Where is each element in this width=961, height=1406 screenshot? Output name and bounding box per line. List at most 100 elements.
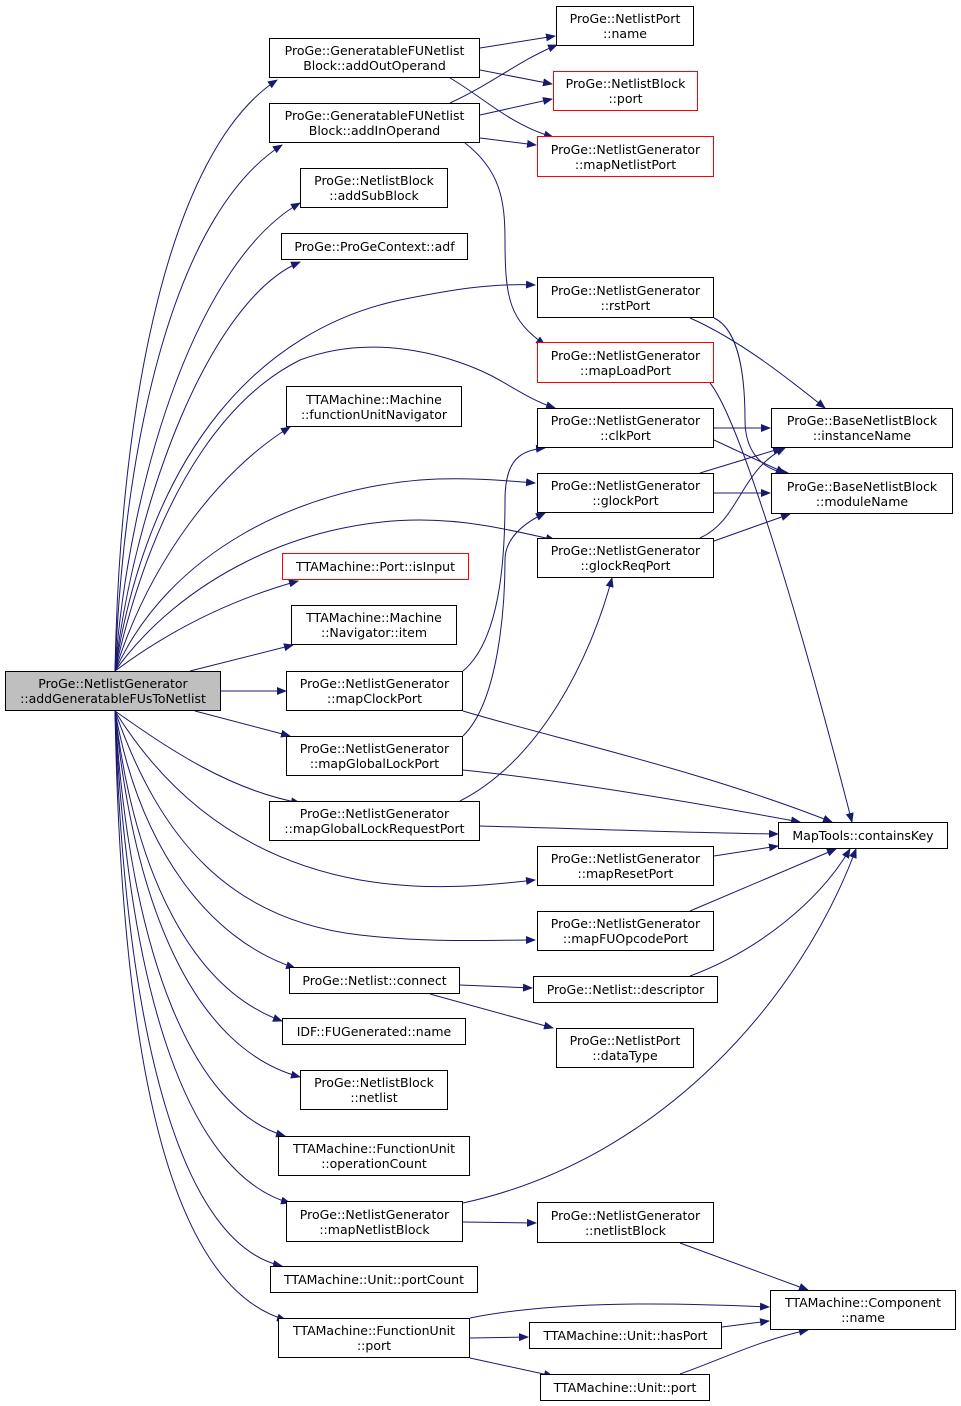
node-label-line1: TTAMachine::Unit::portCount: [284, 1272, 464, 1287]
edge-map-load-port-to-contains-key: [709, 382, 854, 823]
edge-map-reset-port-to-contains-key: [713, 843, 779, 857]
node-label-line1: ProGe::NetlistGenerator: [550, 347, 701, 363]
node-label-line1: MapTools::containsKey: [792, 828, 934, 843]
node-label-line2: ::glockPort: [592, 493, 659, 508]
edge-root-to-fu-generated-name: [114, 710, 283, 1022]
edge-map-clock-port-to-contains-key: [462, 710, 833, 823]
edge-connect-to-descriptor: [459, 983, 533, 992]
node-map-clock-port[interactable]: ProGe::NetlistGenerator ::mapClockPort: [286, 671, 463, 711]
edge-map-netlist-block-to-contains-key: [462, 848, 857, 1204]
node-map-tools-contains-key[interactable]: MapTools::containsKey: [778, 822, 948, 849]
node-label-line2: ::glockReqPort: [580, 558, 671, 573]
edge-function-unit-port-to-has-port: [469, 1333, 529, 1342]
node-unit-has-port[interactable]: TTAMachine::Unit::hasPort: [529, 1322, 722, 1349]
edge-map-global-lock-request-port-to-glock-req-port: [459, 577, 614, 802]
edge-has-port-to-component-name: [721, 1318, 770, 1328]
node-netlist-descriptor[interactable]: ProGe::Netlist::descriptor: [533, 976, 718, 1003]
node-add-sub-block[interactable]: ProGe::NetlistBlock ::addSubBlock: [300, 168, 448, 208]
node-instance-name[interactable]: ProGe::BaseNetlistBlock ::instanceName: [771, 408, 953, 448]
edge-clk-port-to-module-name: [713, 439, 786, 474]
edge-root-to-adf: [114, 261, 301, 672]
edge-rst-port-to-instance-name: [689, 317, 826, 409]
node-add-in-operand[interactable]: ProGe::GeneratableFUNetlist Block::addIn…: [269, 103, 480, 143]
node-adf[interactable]: ProGe::ProGeContext::adf: [281, 233, 468, 260]
edge-root-to-clk-port: [114, 346, 556, 672]
node-label-line1: ProGe::BaseNetlistBlock: [786, 478, 938, 494]
node-map-reset-port[interactable]: ProGe::NetlistGenerator ::mapResetPort: [537, 846, 714, 886]
node-label-line2: ::name: [603, 26, 647, 41]
node-port-is-input[interactable]: TTAMachine::Port::isInput: [282, 553, 469, 580]
node-netlist-block-netlist[interactable]: ProGe::NetlistBlock ::netlist: [300, 1070, 448, 1110]
node-label-line1: ProGe::GeneratableFUNetlist: [284, 43, 465, 58]
node-label-line1: ProGe::NetlistGenerator: [550, 478, 701, 493]
node-label-line2: ::mapNetlistPort: [574, 156, 677, 172]
node-netlist-block-port[interactable]: ProGe::NetlistBlock ::port: [553, 71, 698, 111]
node-operation-count[interactable]: TTAMachine::FunctionUnit ::operationCoun…: [278, 1136, 470, 1176]
node-unit-port-count[interactable]: TTAMachine::Unit::portCount: [270, 1266, 478, 1293]
node-label-line2: ::mapGlobalLockRequestPort: [284, 821, 465, 836]
edge-descriptor-to-contains-key: [689, 848, 851, 977]
edge-map-global-lock-port-to-glock-port: [462, 512, 546, 737]
node-netlist-port-data-type[interactable]: ProGe::NetlistPort ::dataType: [556, 1028, 694, 1068]
edge-root-to-operation-count: [114, 710, 286, 1138]
node-label-line1: ProGe::ProGeContext::adf: [294, 239, 455, 254]
node-label-line1: TTAMachine::Unit::hasPort: [543, 1328, 708, 1343]
node-map-load-port[interactable]: ProGe::NetlistGenerator ::mapLoadPort: [537, 342, 714, 383]
edge-function-unit-port-to-unit-port: [469, 1357, 554, 1379]
node-netlist-connect[interactable]: ProGe::Netlist::connect: [289, 967, 460, 994]
node-label-line1: ProGe::NetlistPort: [569, 1033, 681, 1048]
edge-netlist-block-generator-to-component-name: [679, 1242, 809, 1291]
node-map-global-lock-port[interactable]: ProGe::NetlistGenerator ::mapGlobalLockP…: [286, 736, 463, 776]
node-map-netlist-block[interactable]: ProGe::NetlistGenerator ::mapNetlistBloc…: [286, 1201, 463, 1242]
node-label-line1: ProGe::BaseNetlistBlock: [786, 413, 938, 428]
node-label-line1: ProGe::Netlist::connect: [302, 973, 447, 988]
node-label-line2: ::mapGlobalLockPort: [309, 756, 440, 771]
node-label-line1: ProGe::NetlistPort: [569, 11, 681, 26]
node-module-name[interactable]: ProGe::BaseNetlistBlock ::moduleName: [771, 473, 953, 514]
edge-glock-req-port-to-module-name: [713, 513, 791, 542]
edge-add-in-operand-to-netlist-block-port: [479, 97, 553, 116]
node-label-line1: ProGe::NetlistGenerator: [550, 282, 701, 298]
node-map-global-lock-request-port[interactable]: ProGe::NetlistGenerator ::mapGlobalLockR…: [269, 801, 480, 841]
node-label-line1: ProGe::NetlistGenerator: [299, 676, 450, 691]
node-fu-generated-name[interactable]: IDF::FUGenerated::name: [282, 1018, 466, 1045]
node-glock-port[interactable]: ProGe::NetlistGenerator ::glockPort: [537, 473, 714, 513]
edge-unit-port-to-component-name: [679, 1327, 809, 1375]
node-label-line1: ProGe::NetlistBlock: [565, 76, 686, 91]
node-label-line2: ::netlistBlock: [584, 1222, 667, 1238]
node-navigator-item[interactable]: TTAMachine::Machine ::Navigator::item: [291, 605, 457, 645]
edge-root-to-add-in-operand: [114, 144, 283, 672]
node-rst-port[interactable]: ProGe::NetlistGenerator ::rstPort: [537, 277, 714, 318]
node-label-line1: TTAMachine::FunctionUnit: [293, 1141, 455, 1156]
edge-map-netlist-block-to-netlist-block-generator: [462, 1218, 537, 1227]
node-label-line1: IDF::FUGenerated::name: [296, 1024, 452, 1039]
node-label-line2: ::functionUnitNavigator: [300, 406, 448, 422]
node-map-netlist-port[interactable]: ProGe::NetlistGenerator ::mapNetlistPort: [537, 136, 714, 177]
node-component-name[interactable]: TTAMachine::Component ::name: [770, 1290, 956, 1330]
node-label-line2: Block::addOutOperand: [303, 58, 446, 73]
edge-root-to-unit-port-count: [114, 710, 283, 1268]
node-label-line2: ::dataType: [592, 1048, 658, 1063]
node-map-fu-opcode-port[interactable]: ProGe::NetlistGenerator ::mapFUOpcodePor…: [537, 911, 714, 951]
node-label-line1: TTAMachine::Machine: [306, 391, 442, 407]
node-label-line2: ::name: [841, 1310, 885, 1325]
node-function-unit-port[interactable]: TTAMachine::FunctionUnit ::port: [278, 1318, 470, 1358]
node-label-line1: ProGe::NetlistGenerator: [550, 141, 701, 157]
node-label-line2: ::mapClockPort: [327, 691, 422, 706]
node-unit-port[interactable]: TTAMachine::Unit::port: [540, 1374, 710, 1401]
node-glock-req-port[interactable]: ProGe::NetlistGenerator ::glockReqPort: [537, 538, 714, 578]
edge-add-in-operand-to-map-netlist-port: [479, 137, 537, 148]
node-label-line2: ::mapLoadPort: [580, 362, 671, 378]
node-function-unit-navigator[interactable]: TTAMachine::Machine ::functionUnitNaviga…: [286, 386, 462, 427]
node-label-line1: ProGe::NetlistGenerator: [299, 741, 450, 756]
node-label-line2: ::rstPort: [600, 297, 651, 313]
node-clk-port[interactable]: ProGe::NetlistGenerator ::clkPort: [537, 408, 714, 448]
node-netlist-port-name[interactable]: ProGe::NetlistPort ::name: [556, 6, 694, 46]
edge-connect-to-data-type: [429, 993, 554, 1030]
node-root-add-generatable-fus-to-netlist: ProGe::NetlistGenerator ::addGeneratable…: [5, 671, 221, 711]
node-label-line1: ProGe::NetlistGenerator: [550, 413, 701, 428]
edge-root-to-map-reset-port: [114, 710, 536, 888]
node-add-out-operand[interactable]: ProGe::GeneratableFUNetlist Block::addOu…: [269, 38, 480, 78]
node-netlist-block-generator[interactable]: ProGe::NetlistGenerator ::netlistBlock: [537, 1202, 714, 1243]
